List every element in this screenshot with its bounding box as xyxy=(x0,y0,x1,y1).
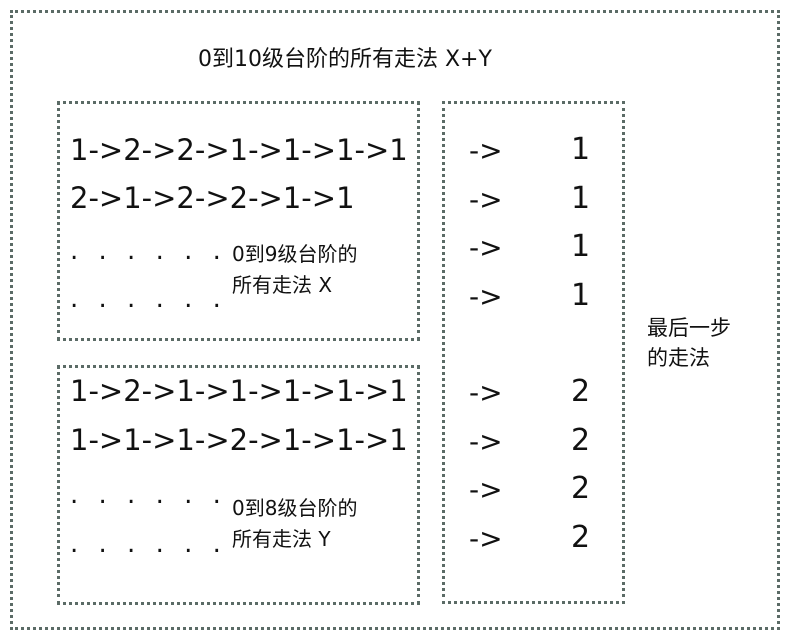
last-step-value-7: 2 xyxy=(571,471,591,506)
last-step-value-1: 1 xyxy=(571,132,591,167)
diagram-title: 0到10级台阶的所有走法 X+Y xyxy=(198,47,492,72)
last-step-value-5: 2 xyxy=(571,374,591,409)
box-last-step xyxy=(442,101,625,604)
label-y-line1: 0到8级台阶的 xyxy=(232,496,358,520)
label-y-line2: 所有走法 Y xyxy=(232,527,331,551)
last-step-value-8: 2 xyxy=(571,520,591,555)
path-y-1: 1->2->1->1->1->1->1 xyxy=(70,374,408,408)
last-step-value-6: 2 xyxy=(571,423,591,458)
last-step-value-3: 1 xyxy=(571,229,591,264)
arrow-2: -> xyxy=(469,183,503,216)
ellipsis-y-1: . . . . . . xyxy=(70,480,227,510)
path-y-2: 1->1->1->2->1->1->1 xyxy=(70,423,408,457)
box-all-ways-to-8 xyxy=(57,365,420,605)
label-x-line1: 0到9级台阶的 xyxy=(232,242,358,266)
side-label-line1: 最后一步 xyxy=(647,316,731,340)
box-all-ways-to-9 xyxy=(57,101,420,341)
outer-box xyxy=(10,10,780,630)
ellipsis-y-2: . . . . . . xyxy=(70,529,227,559)
arrow-5: -> xyxy=(469,376,503,409)
arrow-1: -> xyxy=(469,134,503,167)
ellipsis-x-1: . . . . . . xyxy=(70,236,227,266)
arrow-8: -> xyxy=(469,522,503,555)
arrow-3: -> xyxy=(469,231,503,264)
side-label-line2: 的走法 xyxy=(647,346,710,370)
last-step-value-4: 1 xyxy=(571,278,591,313)
path-x-2: 2->1->2->2->1->1 xyxy=(70,181,355,215)
last-step-value-2: 1 xyxy=(571,181,591,216)
side-label: 最后一步 的走法 xyxy=(647,313,731,373)
arrow-4: -> xyxy=(469,280,503,313)
arrow-7: -> xyxy=(469,473,503,506)
label-x-line2: 所有走法 X xyxy=(232,273,333,297)
ellipsis-x-2: . . . . . . xyxy=(70,284,227,314)
path-x-1: 1->2->2->1->1->1->1 xyxy=(70,133,408,167)
arrow-6: -> xyxy=(469,425,503,458)
